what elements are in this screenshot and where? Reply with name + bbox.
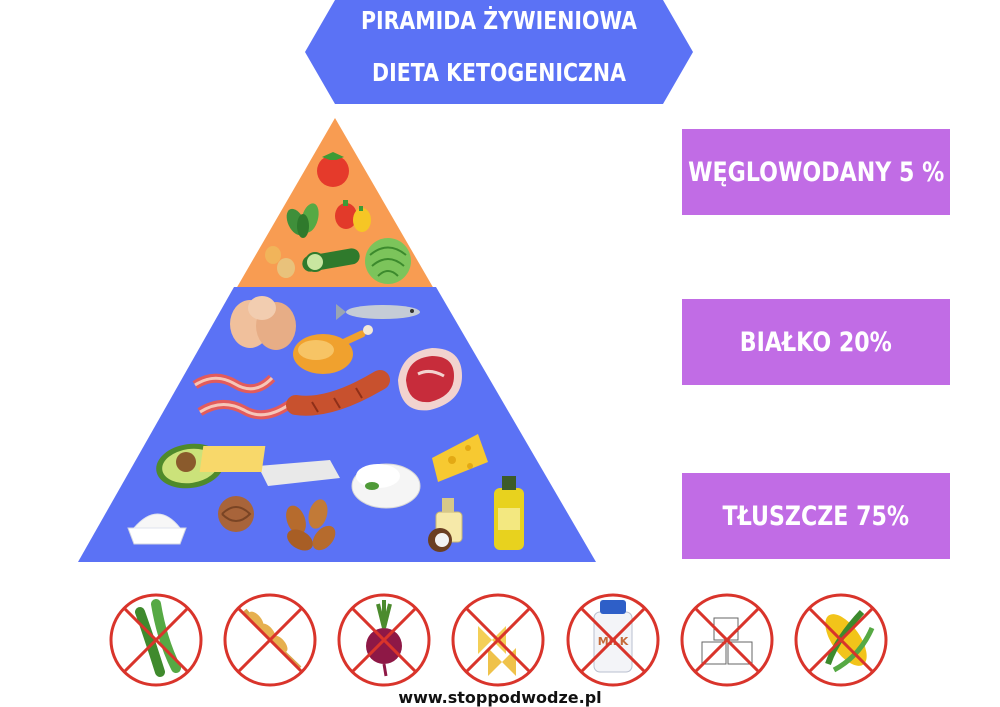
green-beans-icon bbox=[135, 599, 181, 677]
macro-carbs-label: WĘGLOWODANY 5 % bbox=[682, 129, 950, 215]
banner-title-line1: PIRAMIDA ŻYWIENIOWA bbox=[360, 6, 638, 35]
forbidden-mark-corn-icon bbox=[794, 593, 888, 687]
walnut-icon bbox=[218, 496, 254, 532]
forbidden-mark-beetroot-icon bbox=[337, 593, 431, 687]
pasta-icon bbox=[478, 626, 516, 676]
mozzarella-icon bbox=[351, 463, 421, 509]
banner-title-line2: DIETA KETOGENICZNA bbox=[372, 58, 626, 87]
banner-shape bbox=[305, 0, 693, 104]
website-footer: www.stoppodwodze.pl bbox=[398, 688, 602, 707]
bell-peppers-icon bbox=[335, 200, 371, 232]
forbidden-mark-sugar-cubes-icon bbox=[680, 593, 774, 687]
title-banner: PIRAMIDA ŻYWIENIOWA DIETA KETOGENICZNA bbox=[305, 0, 693, 104]
chicken-icon bbox=[293, 325, 373, 374]
milk-icon: MILK bbox=[593, 600, 633, 673]
forbidden-mark-pasta-icon bbox=[451, 593, 545, 687]
forbidden-mark-milk-icon bbox=[566, 593, 660, 687]
onion-icon bbox=[265, 246, 295, 278]
forbidden-crosses bbox=[109, 593, 888, 687]
coconut-oil-icon bbox=[428, 498, 463, 552]
beetroot-icon bbox=[366, 600, 402, 677]
steak-icon bbox=[398, 348, 462, 411]
tomato-icon bbox=[317, 152, 349, 187]
sausage-icon bbox=[286, 370, 390, 416]
fish-icon bbox=[336, 304, 420, 320]
pyramid-bottom-tier bbox=[78, 287, 596, 562]
spinach-icon bbox=[286, 203, 319, 238]
forbidden-mark-green-beans-icon bbox=[109, 593, 203, 687]
corn-icon bbox=[825, 609, 875, 673]
almonds-icon bbox=[286, 499, 336, 551]
olive-oil-icon bbox=[494, 476, 524, 550]
cabbage-icon bbox=[365, 238, 411, 284]
cucumber-icon bbox=[302, 248, 360, 272]
forbidden-mark-wheat-icon bbox=[223, 593, 317, 687]
bacon-icon bbox=[192, 373, 293, 420]
macro-fat-label: TŁUSZCZE 75% bbox=[682, 473, 950, 559]
cream-icon bbox=[127, 513, 187, 545]
butter-icon bbox=[199, 446, 340, 486]
cheese-icon bbox=[432, 434, 488, 482]
eggs-icon bbox=[230, 296, 296, 350]
macro-protein-label: BIAŁKO 20% bbox=[682, 299, 950, 385]
